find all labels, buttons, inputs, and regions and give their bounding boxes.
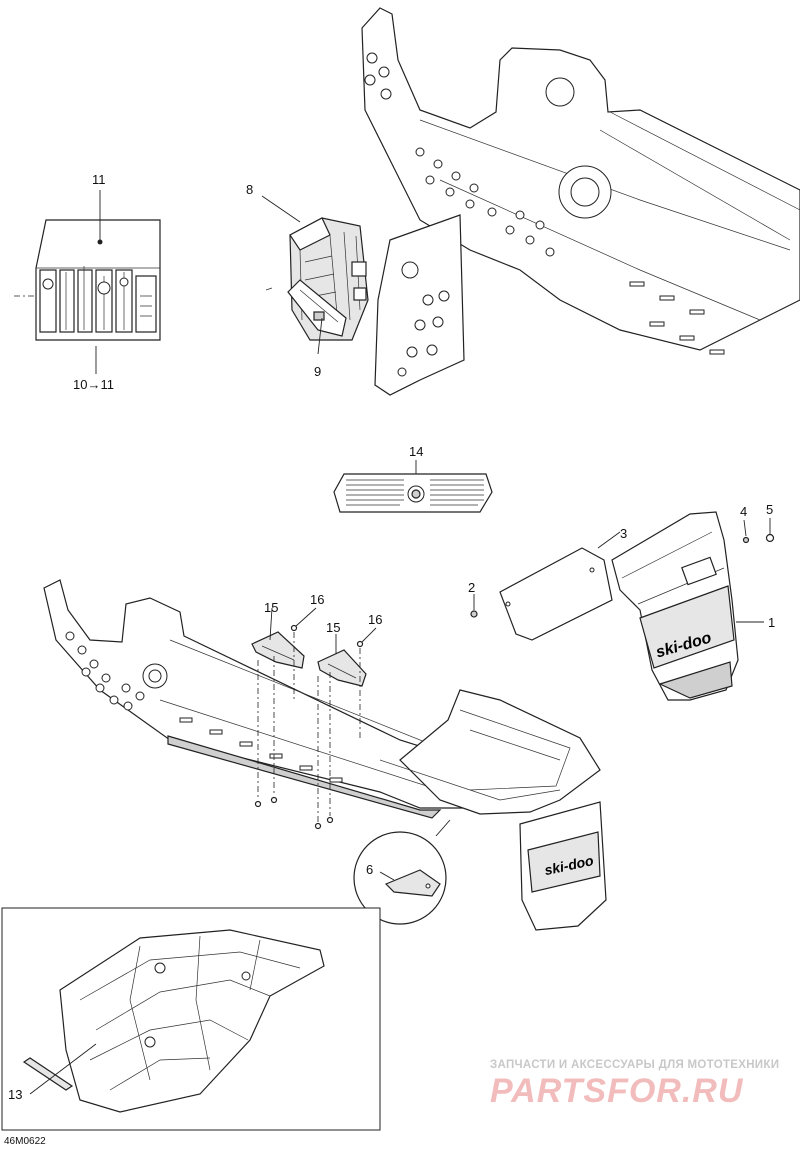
callout-2: 2 xyxy=(468,580,475,595)
callout-16-right: 16 xyxy=(368,612,382,627)
tool-kit-tools-icon xyxy=(39,266,157,333)
seal-strip-part-13 xyxy=(22,1057,74,1091)
fastener-part-5 xyxy=(765,533,775,543)
lower-tunnel-slots xyxy=(179,717,343,783)
lower-tunnel-hole-pattern xyxy=(65,631,145,711)
callout-10-to-11: 10→11 xyxy=(73,377,114,392)
callout-1: 1 xyxy=(768,615,775,630)
detail-circle-part-6 xyxy=(353,819,451,925)
callout-9: 9 xyxy=(314,364,321,379)
callout-4: 4 xyxy=(740,504,747,519)
bracket-part-15-left xyxy=(251,631,305,669)
tool-kit-pouch xyxy=(14,219,161,341)
callout-labels: 11 10→11 8 9 14 3 2 4 5 1 15 16 15 16 6 … xyxy=(8,172,775,1102)
tunnel-slot-pattern xyxy=(629,281,725,355)
callout-8: 8 xyxy=(246,182,253,197)
belly-pan-drawing xyxy=(59,929,325,1113)
safety-label-part-14 xyxy=(333,473,493,513)
callout-16-left: 16 xyxy=(310,592,324,607)
callout-15-right: 15 xyxy=(326,620,340,635)
watermark-brand: PARTSFOR.RU xyxy=(490,1072,744,1110)
leader-lines xyxy=(29,190,771,1095)
reinforcement-plate-part-3 xyxy=(499,547,613,641)
callout-14: 14 xyxy=(409,444,423,459)
label-text-lines xyxy=(346,479,484,506)
callout-13: 13 xyxy=(8,1087,22,1102)
side-bracket-plate xyxy=(374,214,465,396)
callout-6: 6 xyxy=(366,862,373,877)
part-8-arrow-hint xyxy=(265,287,273,291)
fastener-part-4 xyxy=(742,536,750,544)
assembly-dash-lines xyxy=(257,632,361,822)
bracket-part-15-right xyxy=(317,649,367,687)
watermark: ЗАПЧАСТИ И АКСЕССУАРЫ ДЛЯ МОТОТЕХНИКИ PA… xyxy=(490,1059,779,1110)
callout-3: 3 xyxy=(620,526,627,541)
lower-snow-flap: ski-doo xyxy=(519,801,607,931)
bracket-part-9 xyxy=(287,279,347,337)
callout-15-left: 15 xyxy=(264,600,278,615)
detail-box-part-13 xyxy=(1,907,381,1131)
watermark-tagline: ЗАПЧАСТИ И АКСЕССУАРЫ ДЛЯ МОТОТЕХНИКИ xyxy=(490,1059,779,1071)
callout-11: 11 xyxy=(92,172,106,187)
upper-chassis-tunnel xyxy=(361,7,800,355)
chassis-hole-pattern xyxy=(364,52,555,257)
fastener-part-2 xyxy=(470,610,478,618)
callout-5: 5 xyxy=(766,502,773,517)
screws-part-16 xyxy=(254,624,364,830)
diagram-code: 46M0622 xyxy=(4,1136,46,1147)
rear-bumper xyxy=(379,689,601,815)
snow-flap-part-1: ski-doo xyxy=(611,511,739,701)
